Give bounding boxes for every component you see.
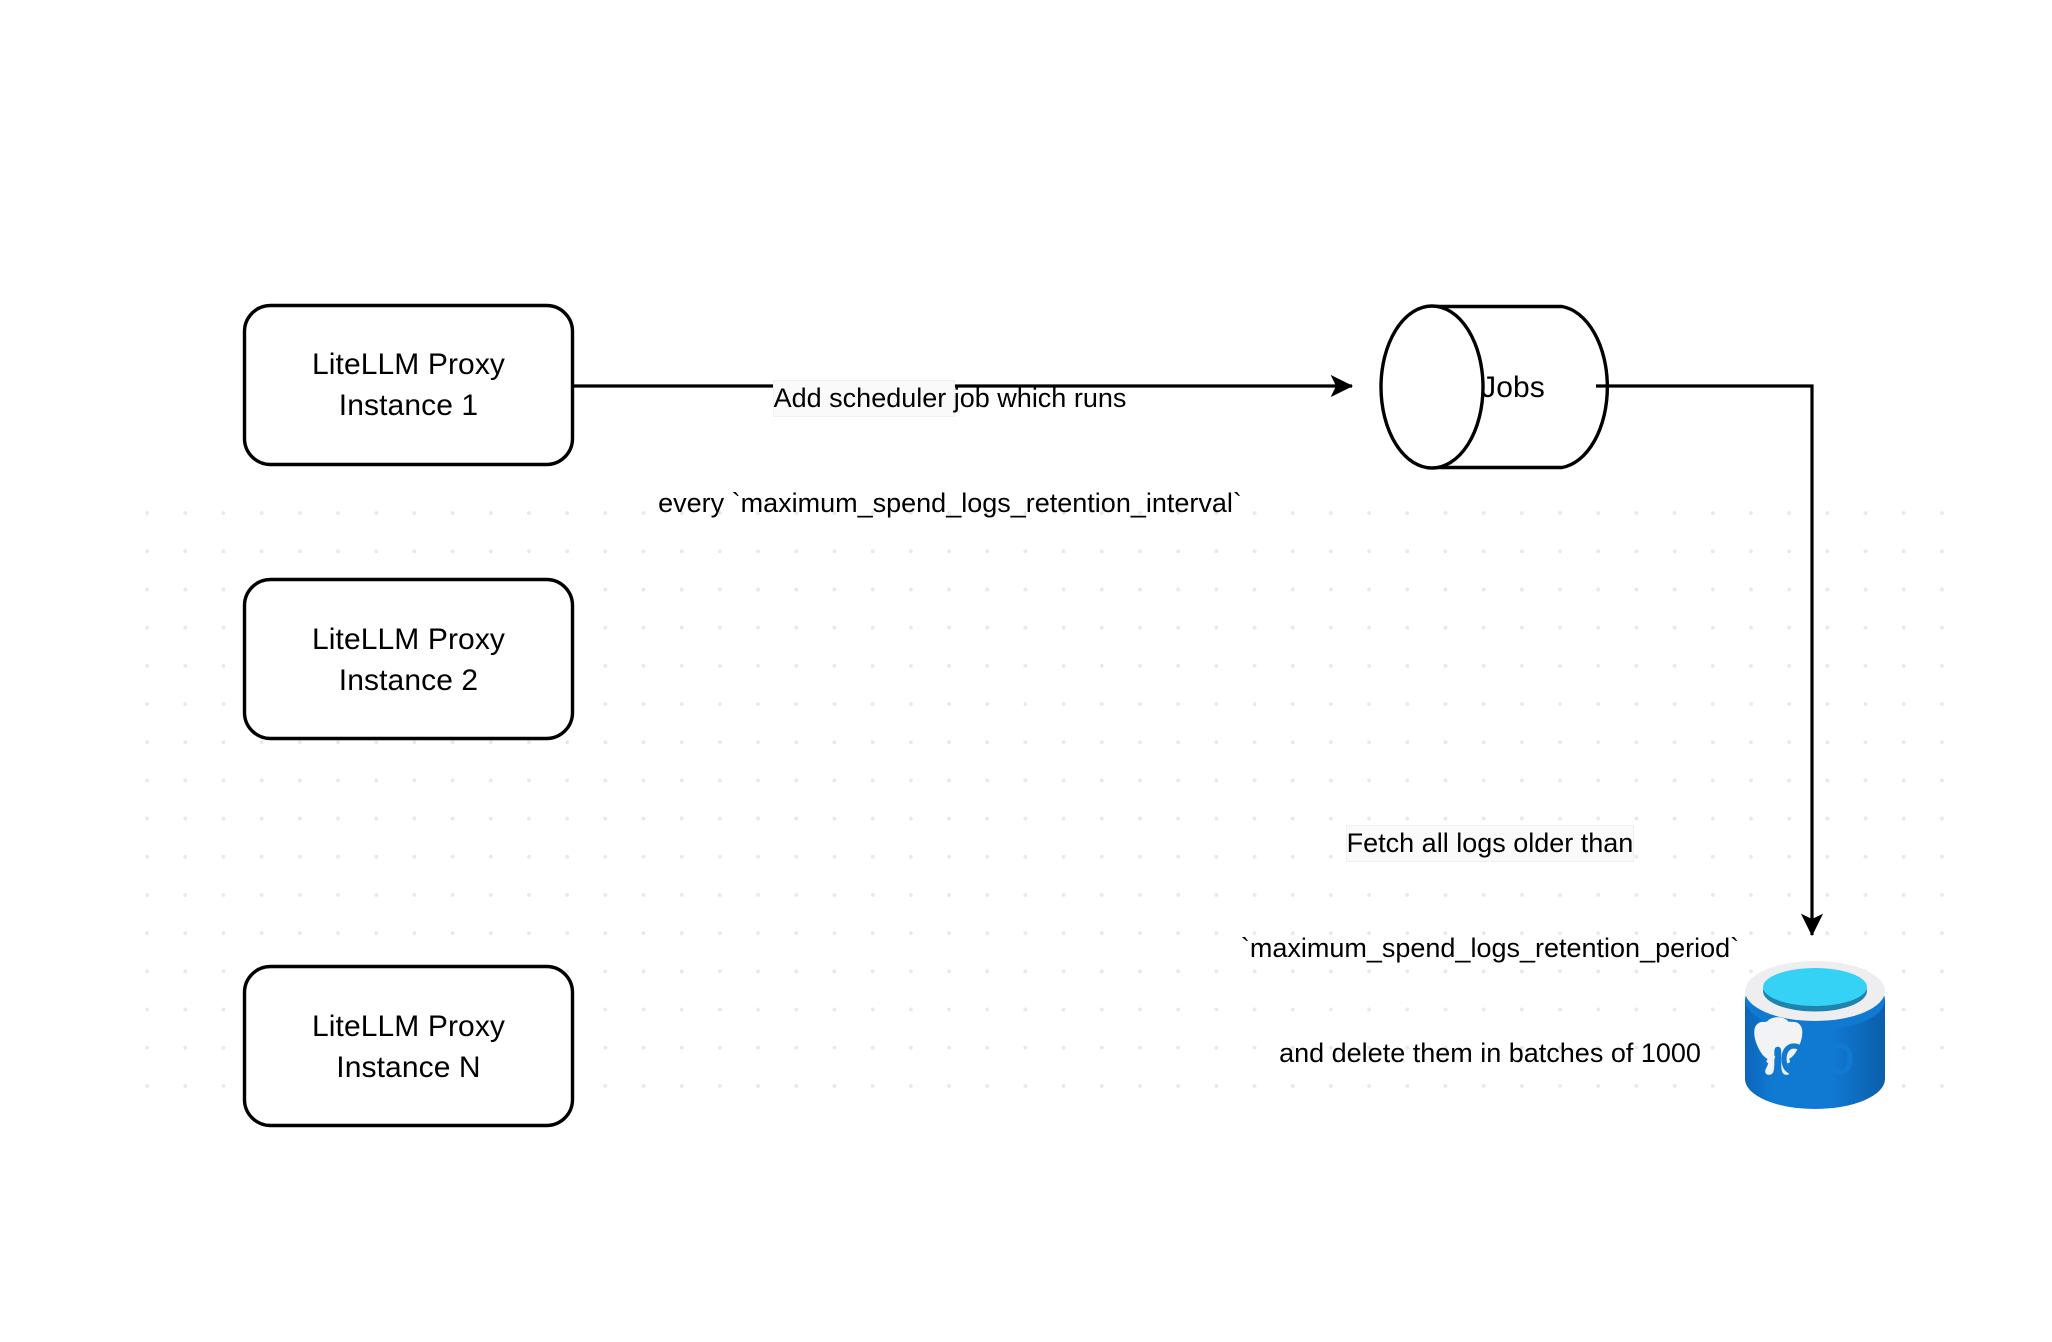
node-postgres-database[interactable] [1745, 961, 1885, 1109]
postgres-elephant-eyes [1781, 1043, 1853, 1075]
jobs-cylinder-cap [1379, 304, 1485, 470]
node-instance-n[interactable] [242, 964, 575, 1128]
node-instance-1[interactable] [242, 303, 575, 467]
postgres-water-surface [1763, 968, 1867, 1006]
node-instance-2[interactable] [242, 577, 575, 741]
node-jobs-cylinder[interactable] [1379, 304, 1610, 470]
edge-delete-line [1596, 384, 1824, 937]
